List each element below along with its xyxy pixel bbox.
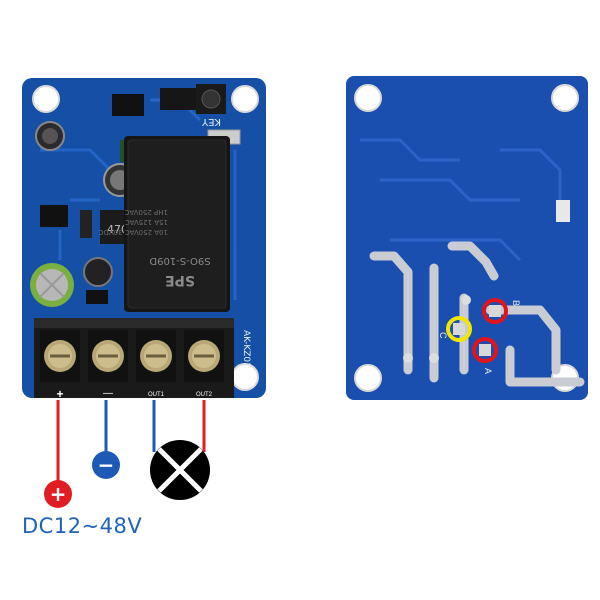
mounting-hole	[354, 364, 382, 392]
mounting-hole	[551, 84, 579, 112]
pad-label-c: C	[438, 332, 448, 339]
mounting-hole	[354, 84, 382, 112]
electrolytic-capacitor	[30, 263, 74, 307]
terminal-block	[34, 318, 234, 398]
lamp-icon	[150, 440, 210, 500]
relay-model: S9O-S-109D	[149, 255, 211, 266]
terminal-screw	[40, 330, 80, 382]
terminal-label-plus: +	[56, 387, 63, 401]
mounting-hole	[32, 85, 60, 113]
pad-label-b: B	[511, 300, 521, 306]
terminal-screw	[184, 330, 224, 382]
svg-text:10A 250VAC 30VDC: 10A 250VAC 30VDC	[99, 228, 168, 236]
mounting-hole	[231, 363, 259, 391]
relay-brand: SPE	[165, 272, 195, 288]
svg-text:15A 125VAC: 15A 125VAC	[125, 218, 168, 226]
positive-symbol: +	[50, 482, 67, 506]
terminal-label-minus: —	[103, 388, 113, 399]
key-button	[196, 84, 226, 114]
pad-c-highlight	[446, 316, 472, 342]
capacitor	[83, 257, 113, 287]
board-model-label: AK-KZ01	[241, 330, 251, 368]
terminal-screw	[88, 330, 128, 382]
ic-chip	[112, 94, 144, 116]
front-pcb: KEY 470 10A 250VAC 30VDC 15A 125VAC 1HP …	[22, 78, 266, 401]
mounting-hole	[231, 85, 259, 113]
inductor-code: 470	[107, 223, 128, 236]
relay: 10A 250VAC 30VDC 15A 125VAC 1HP 250VAC S…	[99, 136, 230, 312]
voltage-caption: DC12~48V	[22, 514, 143, 538]
terminal-screw	[136, 330, 176, 382]
terminal-label-out2: OUT2	[196, 392, 213, 398]
pad-a-highlight	[472, 337, 498, 363]
key-label: KEY	[201, 116, 221, 127]
positive-terminal-icon	[44, 480, 72, 508]
pad-label-a: A	[483, 368, 493, 374]
terminal-label-out1: OUT1	[148, 392, 165, 398]
ic-chip	[160, 88, 200, 110]
pad-b-highlight	[482, 298, 508, 324]
negative-symbol: −	[98, 453, 115, 477]
negative-terminal-icon	[92, 451, 120, 479]
wiring-diagram: + −	[44, 400, 210, 508]
ic-chip	[40, 205, 68, 227]
back-pcb: C B A	[346, 76, 588, 400]
solder-pad	[556, 200, 570, 222]
svg-text:1HP 250VAC: 1HP 250VAC	[124, 208, 168, 216]
